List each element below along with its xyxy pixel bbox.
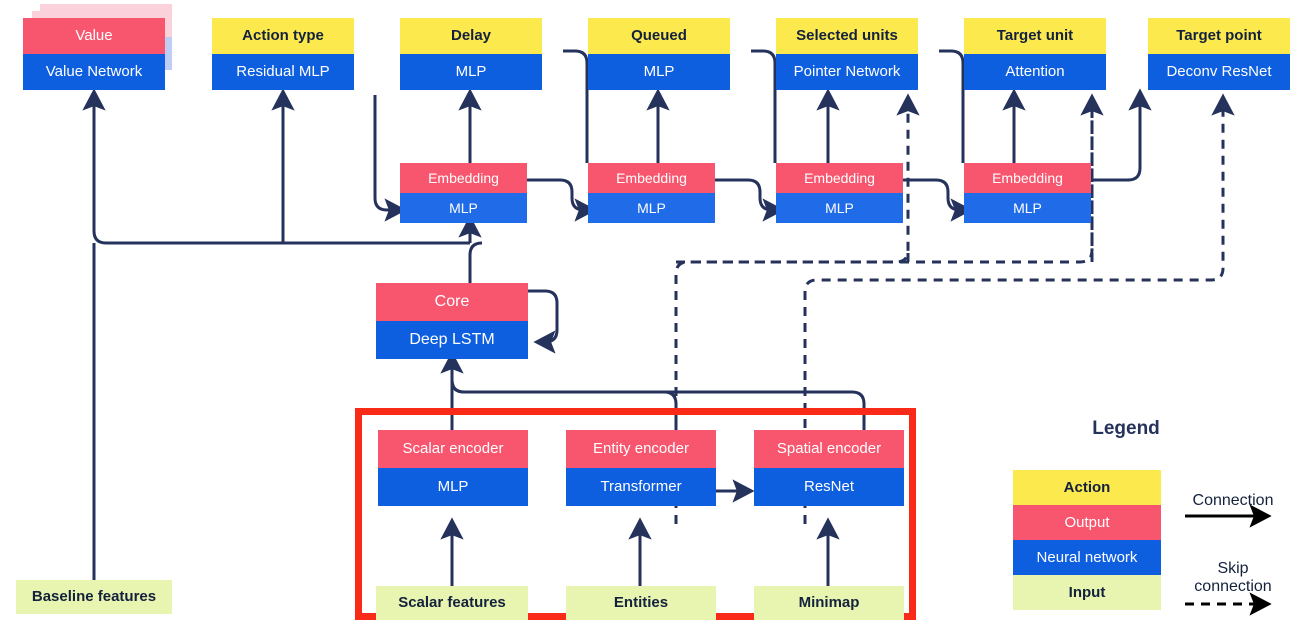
legend-label-skip-connection: Skip connection bbox=[1194, 560, 1272, 596]
embedding-1-title: Embedding bbox=[400, 163, 527, 193]
wire-core-recurrent-loop bbox=[528, 289, 559, 354]
input-minimap[interactable]: Minimap bbox=[754, 586, 904, 620]
legend-arrow-group bbox=[1185, 504, 1272, 616]
wire-embedding-1-to-embedding-2 bbox=[527, 178, 597, 222]
head-target-point-network: Deconv ResNet bbox=[1148, 54, 1290, 90]
head-action-type-network: Residual MLP bbox=[212, 54, 354, 90]
head-target-point-title: Target point bbox=[1148, 18, 1290, 54]
encoder-scalar[interactable]: Scalar encoder MLP bbox=[378, 430, 528, 506]
embedding-3-title: Embedding bbox=[776, 163, 903, 193]
encoder-entity[interactable]: Entity encoder Transformer bbox=[566, 430, 716, 506]
legend-swatch-input: Input bbox=[1013, 575, 1161, 610]
head-delay-network: MLP bbox=[400, 54, 542, 90]
head-queued[interactable]: Queued MLP bbox=[588, 18, 730, 90]
head-delay[interactable]: Delay MLP bbox=[400, 18, 542, 90]
wire-selected-units-to-embedding-4-riser bbox=[939, 49, 965, 163]
wire-embedding-3-to-embedding-4 bbox=[903, 178, 973, 222]
head-selected-units-network: Pointer Network bbox=[776, 54, 918, 90]
wire-action-type-to-embedding-1 bbox=[373, 95, 407, 222]
embedding-block-1[interactable]: Embedding MLP bbox=[400, 163, 527, 223]
head-target-unit[interactable]: Target unit Attention bbox=[964, 18, 1106, 90]
encoder-spatial-network: ResNet bbox=[754, 468, 904, 506]
encoder-scalar-title: Scalar encoder bbox=[378, 430, 528, 468]
embedding-2-network: MLP bbox=[588, 193, 715, 223]
input-entities[interactable]: Entities bbox=[566, 586, 716, 620]
encoder-scalar-network: MLP bbox=[378, 468, 528, 506]
embedding-block-2[interactable]: Embedding MLP bbox=[588, 163, 715, 223]
head-queued-network: MLP bbox=[588, 54, 730, 90]
wire-core-to-value-network bbox=[82, 88, 470, 245]
encoder-entity-title: Entity encoder bbox=[566, 430, 716, 468]
encoder-spatial-title: Spatial encoder bbox=[754, 430, 904, 468]
head-target-unit-network: Attention bbox=[964, 54, 1106, 90]
wire-embedding-4-to-target-point bbox=[1081, 88, 1152, 182]
embedding-4-title: Embedding bbox=[964, 163, 1091, 193]
legend-swatch-neural-network: Neural network bbox=[1013, 540, 1161, 575]
wire-core-out-riser bbox=[468, 241, 483, 283]
legend-label-connection: Connection bbox=[1192, 492, 1274, 509]
head-value-network[interactable]: Value Value Network bbox=[23, 18, 165, 90]
head-selected-units[interactable]: Selected units Pointer Network bbox=[776, 18, 918, 90]
embedding-block-4[interactable]: Embedding MLP bbox=[964, 163, 1091, 223]
skip-entity-bus-to-attention bbox=[676, 100, 1094, 264]
head-value-network-label: Value Network bbox=[23, 54, 165, 90]
core-network: Deep LSTM bbox=[376, 321, 528, 359]
wire-queued-to-embedding-3-riser bbox=[751, 49, 777, 163]
embedding-4-network: MLP bbox=[964, 193, 1091, 223]
head-queued-title: Queued bbox=[588, 18, 730, 54]
legend-swatch-output: Output bbox=[1013, 505, 1161, 540]
head-value-title: Value bbox=[23, 18, 165, 54]
core-block[interactable]: Core Deep LSTM bbox=[376, 283, 528, 359]
head-action-type-title: Action type bbox=[212, 18, 354, 54]
core-title: Core bbox=[376, 283, 528, 321]
legend-swatch-action: Action bbox=[1013, 470, 1161, 505]
input-baseline-features[interactable]: Baseline features bbox=[16, 580, 172, 614]
wire-embedding-2-to-embedding-3 bbox=[715, 178, 785, 222]
encoder-entity-network: Transformer bbox=[566, 468, 716, 506]
encoder-spatial[interactable]: Spatial encoder ResNet bbox=[754, 430, 904, 506]
legend-title: Legend bbox=[1092, 418, 1160, 439]
head-action-type[interactable]: Action type Residual MLP bbox=[212, 18, 354, 90]
skip-spatial-encoder-to-target-point bbox=[803, 93, 1235, 524]
embedding-block-3[interactable]: Embedding MLP bbox=[776, 163, 903, 223]
head-target-point[interactable]: Target point Deconv ResNet bbox=[1148, 18, 1290, 90]
input-scalar-features[interactable]: Scalar features bbox=[376, 586, 528, 620]
head-selected-units-title: Selected units bbox=[776, 18, 918, 54]
wire-delay-to-embedding-2-riser bbox=[563, 49, 589, 163]
head-target-unit-title: Target unit bbox=[964, 18, 1106, 54]
head-delay-title: Delay bbox=[400, 18, 542, 54]
embedding-2-title: Embedding bbox=[588, 163, 715, 193]
embedding-3-network: MLP bbox=[776, 193, 903, 223]
embedding-1-network: MLP bbox=[400, 193, 527, 223]
